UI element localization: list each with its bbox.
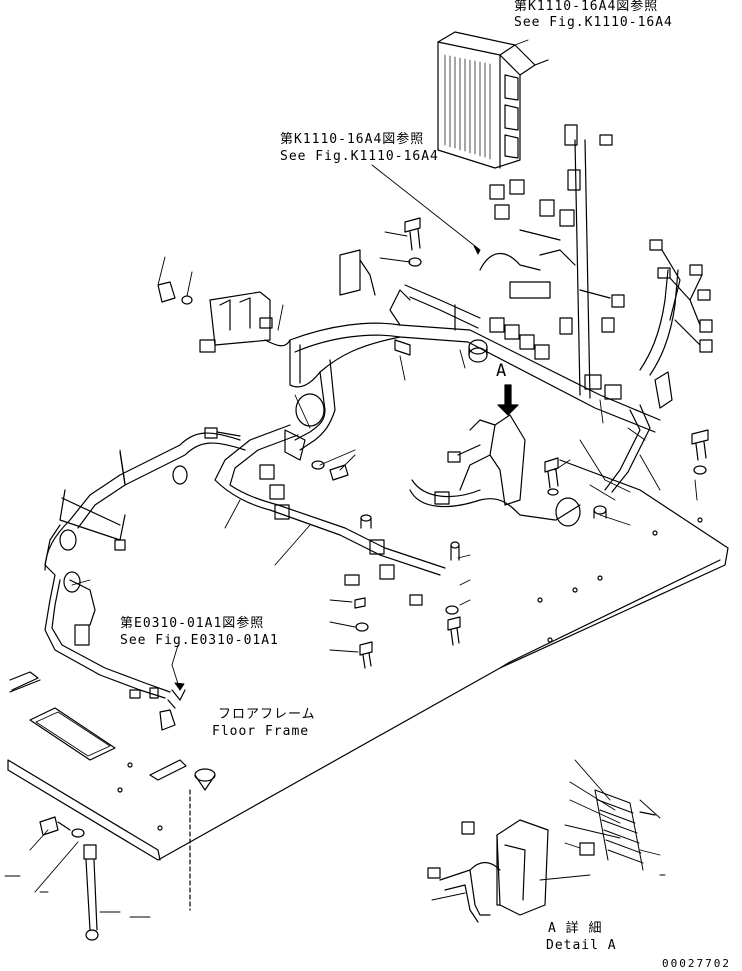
ref-k1110-top-en: See Fig.K1110-16A4	[514, 15, 673, 30]
controller-unit	[438, 32, 548, 168]
clamp-parts	[285, 340, 606, 560]
ref-k1110-top-jp: 第K1110-16A4図参照	[514, 0, 659, 14]
detail-a-view	[428, 790, 655, 922]
relay-cluster	[480, 125, 624, 334]
detail-a-label-en: Detail A	[546, 938, 617, 953]
leader-lines	[5, 40, 697, 917]
drawing-number: 00027702	[662, 957, 731, 970]
inline-connectors	[260, 318, 621, 605]
connectors-left	[75, 428, 240, 730]
ref-k1110-mid-jp: 第K1110-16A4図参照	[280, 132, 425, 147]
ref-k1110-mid-en: See Fig.K1110-16A4	[280, 149, 439, 164]
ground-cable	[84, 790, 190, 940]
detail-a-label-jp: A 詳 細	[548, 921, 603, 936]
floor-frame-label-jp: フロアフレーム	[218, 707, 316, 722]
ref-e0310-jp: 第E0310-01A1図参照	[120, 616, 265, 631]
center-right-harness	[410, 385, 580, 526]
connector-cluster-right	[650, 240, 712, 408]
floor-frame-plate	[8, 460, 728, 860]
floor-frame-label-en: Floor Frame	[212, 724, 310, 739]
view-marker-a: A	[496, 361, 508, 381]
bolts-and-washers	[40, 218, 708, 837]
left-harness-branch	[45, 425, 445, 698]
main-wire-harness	[290, 140, 678, 492]
bracket-assembly-upper-left	[158, 250, 375, 352]
ref-e0310-en: See Fig.E0310-01A1	[120, 633, 279, 648]
